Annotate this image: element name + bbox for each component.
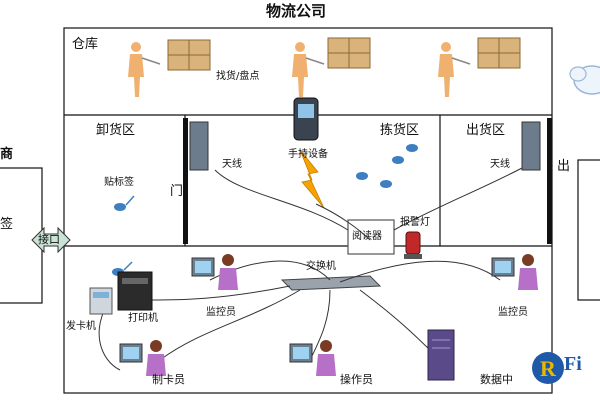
- monitor-right-label: 监控员: [498, 307, 528, 318]
- zone-unloading-label: 卸货区: [96, 123, 136, 138]
- exit-label: 出: [557, 159, 571, 174]
- cloud-icon: [569, 65, 600, 95]
- rfid-tag-icon: [114, 195, 135, 211]
- card-maker-label: 制卡员: [152, 373, 185, 386]
- switch-label: 交换机: [306, 261, 336, 272]
- antenna-right-label: 天线: [490, 159, 510, 170]
- computer-operator-icon: [289, 340, 336, 376]
- zone-sorting-label: 拣货区: [380, 123, 420, 138]
- door-left: [183, 118, 188, 244]
- printer-icon: [117, 271, 153, 311]
- box-icon: [167, 39, 211, 71]
- reader-icon: [347, 219, 395, 255]
- antenna-icon: [521, 121, 541, 171]
- interface-label: 接口: [38, 233, 60, 246]
- worker-icon: [128, 42, 161, 97]
- box-icon: [327, 37, 371, 69]
- entrance-label: 门: [170, 184, 184, 199]
- alarm-label: 报警灯: [400, 217, 430, 228]
- card-issuer-label: 发卡机: [66, 321, 96, 332]
- zone-shipping-label: 出货区: [466, 123, 506, 138]
- supplier-partial-text: 签: [0, 217, 14, 232]
- page-title: 物流公司: [266, 2, 327, 20]
- server-icon: [427, 329, 455, 381]
- supplier-label: 商: [0, 147, 14, 162]
- computer-operator-icon: [191, 254, 238, 290]
- handheld-icon: [293, 97, 319, 141]
- svg-text:R: R: [540, 356, 557, 381]
- computer-operator-icon: [119, 340, 166, 376]
- box-icon: [477, 37, 521, 69]
- handheld-label: 手持设备: [288, 149, 328, 160]
- computer-operator-icon: [491, 254, 538, 290]
- door-right: [547, 118, 552, 244]
- alarm-icon: [404, 231, 422, 259]
- find-count-label: 找货/盘点: [216, 71, 260, 82]
- logo-text: Fi: [564, 353, 582, 375]
- monitor-left-label: 监控员: [206, 307, 236, 318]
- operator-label: 操作员: [340, 373, 373, 386]
- reader-label: 阅读器: [352, 231, 382, 242]
- worker-icon: [292, 42, 325, 97]
- zone-warehouse-label: 仓库: [72, 37, 99, 52]
- data-center-label: 数据中: [480, 373, 513, 386]
- client-box: [577, 159, 600, 301]
- interface-arrow: [31, 226, 71, 254]
- tag-label: 贴标签: [104, 177, 134, 188]
- rfid-tag-icon: [356, 144, 418, 188]
- printer-label: 打印机: [128, 313, 158, 324]
- antenna-icon: [189, 121, 209, 171]
- supplier-box: [0, 167, 43, 304]
- card-issuer-icon: [89, 287, 113, 315]
- rfid-logo-icon: R: [532, 352, 564, 384]
- switch-icon: [280, 275, 382, 291]
- antenna-left-label: 天线: [222, 159, 242, 170]
- worker-icon: [438, 42, 471, 97]
